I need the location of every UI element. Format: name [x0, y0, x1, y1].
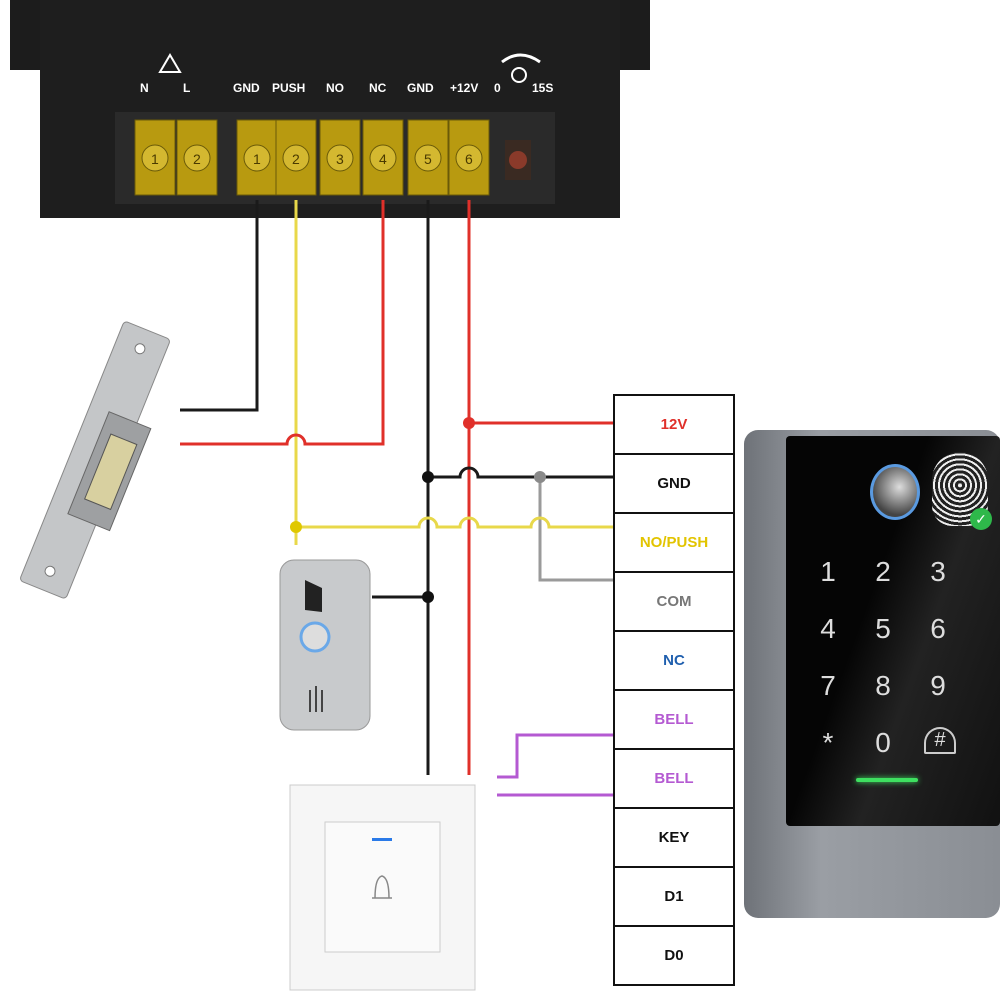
power-supply: N L GND PUSH NO NC GND +12V 0 15S 1 2 1 2 3 4…: [10, 0, 650, 218]
doorbell-switch[interactable]: [289, 784, 476, 991]
terminal-com: COM: [615, 573, 733, 632]
terminal-number: 2: [193, 151, 201, 167]
wire-no-push-reader: [296, 516, 613, 529]
bell-icon: [372, 875, 392, 899]
label-nc: NC: [369, 81, 387, 95]
key-5[interactable]: 5: [875, 613, 891, 644]
label-push: PUSH: [272, 81, 305, 95]
terminal-12v: 12V: [615, 396, 733, 455]
terminal-gnd: GND: [615, 455, 733, 514]
label-no: NO: [326, 81, 344, 95]
label-l: L: [183, 81, 190, 95]
terminal-no-push: NO/PUSH: [615, 514, 733, 573]
hand-icon: [309, 686, 323, 712]
terminal-nc: NC: [615, 632, 733, 691]
key-star[interactable]: *: [822, 727, 834, 758]
key-8[interactable]: 8: [875, 670, 891, 701]
wire-com-reader: [538, 477, 613, 582]
key-hash[interactable]: #: [924, 727, 956, 754]
key-4[interactable]: 4: [820, 613, 836, 644]
exit-button[interactable]: [279, 559, 371, 731]
terminal-key: KEY: [615, 809, 733, 868]
electric-strike-lock: [20, 321, 170, 599]
screw-icon: [369, 144, 397, 172]
terminal-number: 1: [253, 151, 261, 167]
wire-nc-lock: [180, 200, 385, 446]
door-icon: [305, 580, 322, 612]
keypad-screen: ✓ 1 2 3 4 5 6 7 8 9 * 0 #: [786, 436, 1000, 826]
wire-gnd-lock: [180, 200, 259, 412]
screw-icon: [414, 144, 442, 172]
wires: [180, 200, 613, 797]
status-led: [856, 778, 918, 782]
timer-arrow-icon: [501, 53, 541, 64]
screw-icon: [455, 144, 483, 172]
terminal-d0: D0: [615, 927, 733, 986]
terminal-number: 6: [465, 151, 473, 167]
wire-bell-1: [497, 733, 613, 779]
key-0[interactable]: 0: [875, 727, 891, 758]
access-control-keypad: ✓ 1 2 3 4 5 6 7 8 9 * 0 #: [744, 430, 1000, 918]
label-gnd: GND: [233, 81, 260, 95]
warning-icon: [158, 53, 182, 73]
terminal-number: 1: [151, 151, 159, 167]
wire-gnd-reader: [428, 466, 613, 479]
screw-icon: [141, 144, 169, 172]
key-6[interactable]: 6: [930, 613, 946, 644]
terminal-number: 3: [336, 151, 344, 167]
timer-max: 15S: [532, 81, 553, 95]
label-12v: +12V: [450, 81, 478, 95]
screw-icon: [243, 144, 271, 172]
label-gnd2: GND: [407, 81, 434, 95]
doorbell-indicator: [372, 838, 392, 841]
timer-knob-icon: [511, 67, 527, 83]
timer-min: 0: [494, 81, 501, 95]
terminal-d1: D1: [615, 868, 733, 927]
key-9[interactable]: 9: [930, 670, 946, 701]
check-icon: ✓: [970, 508, 992, 530]
key-2[interactable]: 2: [875, 556, 891, 587]
terminal-bell: BELL: [615, 750, 733, 809]
timer-adjust-button[interactable]: [509, 151, 527, 169]
terminal-number: 2: [292, 151, 300, 167]
key-7[interactable]: 7: [820, 670, 836, 701]
screw-icon: [282, 144, 310, 172]
exit-push-icon: [299, 621, 331, 653]
screw-icon: [326, 144, 354, 172]
terminal-number: 4: [379, 151, 387, 167]
key-3[interactable]: 3: [930, 556, 946, 587]
terminal-number: 5: [424, 151, 432, 167]
key-1[interactable]: 1: [820, 556, 836, 587]
card-reader-icon: [870, 464, 920, 520]
screw-icon: [183, 144, 211, 172]
terminal-bell: BELL: [615, 691, 733, 750]
junctions: [290, 417, 546, 603]
label-n: N: [140, 81, 149, 95]
